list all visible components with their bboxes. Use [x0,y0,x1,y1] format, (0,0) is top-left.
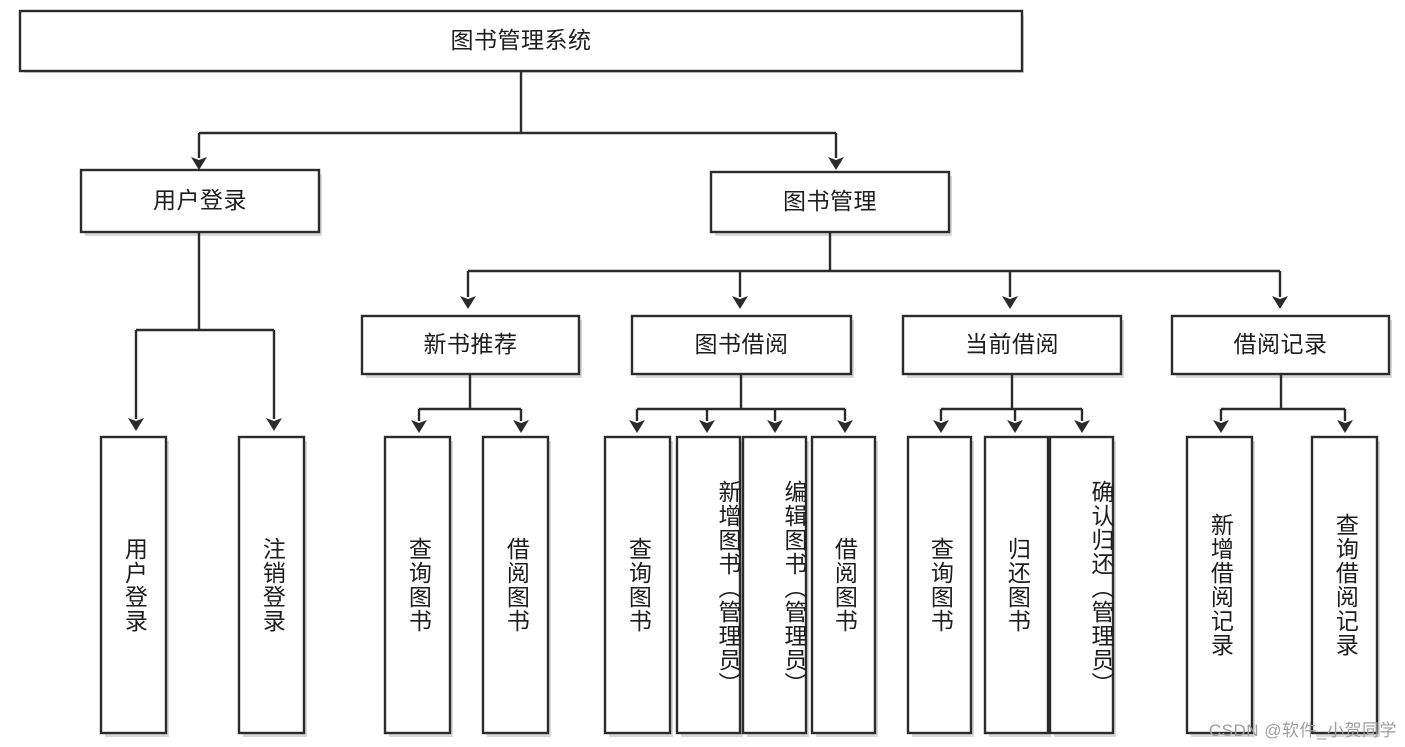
node-box-leaf [675,435,742,735]
node-box-leaf [237,435,306,735]
node-box-current-borrow [901,314,1123,376]
node-box-leaf [810,435,877,735]
node-box-leaf [481,435,550,735]
node-box-leaf [983,435,1050,735]
node-box-leaf [1185,435,1254,735]
node-box-layer [18,9,1391,735]
node-box-borrow-records [1170,314,1391,376]
node-box-book-borrow [630,314,853,376]
connector-layer [128,71,1353,433]
node-box-user-login [79,168,321,234]
node-box-book-management [709,170,951,234]
node-box-leaf [906,435,973,735]
node-box-leaf [603,435,672,735]
node-box-leaf [741,435,808,735]
node-box-leaf [99,435,168,735]
node-box-leaf [1048,435,1115,735]
node-box-leaf [1310,435,1379,735]
node-box-root [18,9,1024,73]
node-box-leaf [383,435,452,735]
node-box-new-book-recommend [360,314,581,376]
csdn-watermark: CSDN @软件_小贺同学 [1208,721,1397,740]
